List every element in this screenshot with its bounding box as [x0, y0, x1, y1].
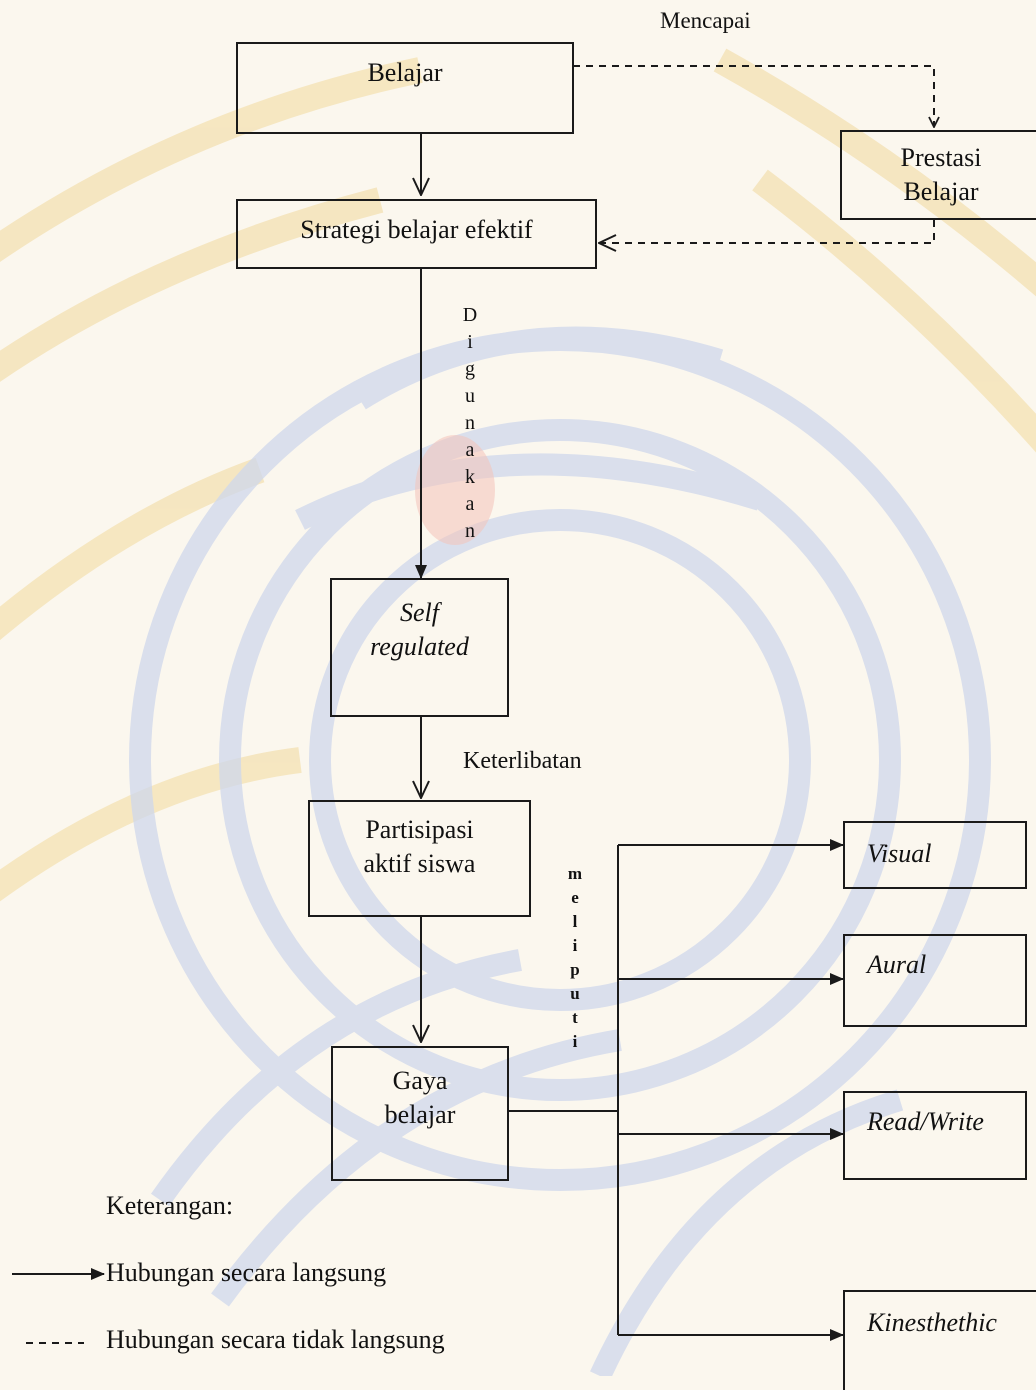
- meliputi-letter: i: [572, 1032, 578, 1051]
- meliputi-letter: i: [572, 936, 578, 955]
- node-partisipasi: Partisipasi aktif siswa: [308, 800, 531, 917]
- node-prestasi-line2: Belajar: [903, 177, 979, 206]
- node-aural-label: Aural: [867, 950, 927, 979]
- node-prestasi-line1: Prestasi: [900, 143, 982, 172]
- edge-label-digunakan: D i g u n a k a n: [460, 302, 480, 545]
- node-partisipasi-line2: aktif siswa: [363, 848, 476, 878]
- meliputi-letter: e: [571, 888, 579, 907]
- edge-label-mencapai: Mencapai: [660, 8, 751, 33]
- digunakan-letter: a: [465, 439, 475, 461]
- node-aural: Aural: [843, 934, 1027, 1027]
- node-gaya-belajar: Gaya belajar: [331, 1046, 509, 1181]
- node-gaya-line2: belajar: [384, 1099, 456, 1129]
- node-readwrite: Read/Write: [843, 1091, 1027, 1180]
- node-partisipasi-line1: Partisipasi: [365, 814, 474, 844]
- node-kinesthetic: Kinesthethic: [843, 1290, 1036, 1390]
- digunakan-letter: k: [465, 466, 475, 488]
- node-self-line2: regulated: [370, 631, 469, 661]
- node-readwrite-label: Read/Write: [867, 1107, 984, 1136]
- edge-belajar-prestasi: [573, 65, 934, 127]
- meliputi-letter: m: [567, 864, 583, 883]
- legend-indirect-label: Hubungan secara tidak langsung: [106, 1325, 445, 1354]
- edge-prestasi-strategi: [599, 220, 935, 243]
- meliputi-letter: u: [570, 984, 580, 1003]
- node-strategi-label: Strategi belajar efektif: [300, 215, 533, 244]
- digunakan-letter: n: [465, 412, 475, 434]
- node-self-line1: Self: [400, 597, 439, 627]
- node-visual-label: Visual: [867, 839, 932, 868]
- node-gaya-line1: Gaya: [392, 1065, 448, 1095]
- digunakan-letter: D: [462, 304, 478, 326]
- node-self-regulated: Self regulated: [330, 578, 509, 717]
- edge-label-meliputi: m e l i p u t i: [566, 862, 584, 1054]
- legend-title: Keterangan:: [106, 1191, 234, 1220]
- node-belajar: Belajar: [236, 42, 574, 134]
- node-belajar-label: Belajar: [367, 58, 443, 87]
- node-kinesthetic-label: Kinesthethic: [867, 1308, 997, 1337]
- meliputi-letter: p: [570, 960, 580, 979]
- meliputi-letter: t: [572, 1008, 578, 1027]
- legend-direct-label: Hubungan secara langsung: [106, 1258, 387, 1287]
- digunakan-letter: n: [465, 520, 475, 542]
- digunakan-letter: i: [467, 331, 473, 353]
- edge-label-keterlibatan: Keterlibatan: [463, 748, 582, 774]
- digunakan-letter: u: [465, 385, 475, 407]
- node-strategi: Strategi belajar efektif: [236, 199, 597, 269]
- meliputi-letter: l: [572, 912, 578, 931]
- node-prestasi-belajar: Prestasi Belajar: [840, 130, 1036, 220]
- digunakan-letter: g: [465, 358, 475, 380]
- digunakan-letter: a: [465, 493, 475, 515]
- node-visual: Visual: [843, 821, 1027, 889]
